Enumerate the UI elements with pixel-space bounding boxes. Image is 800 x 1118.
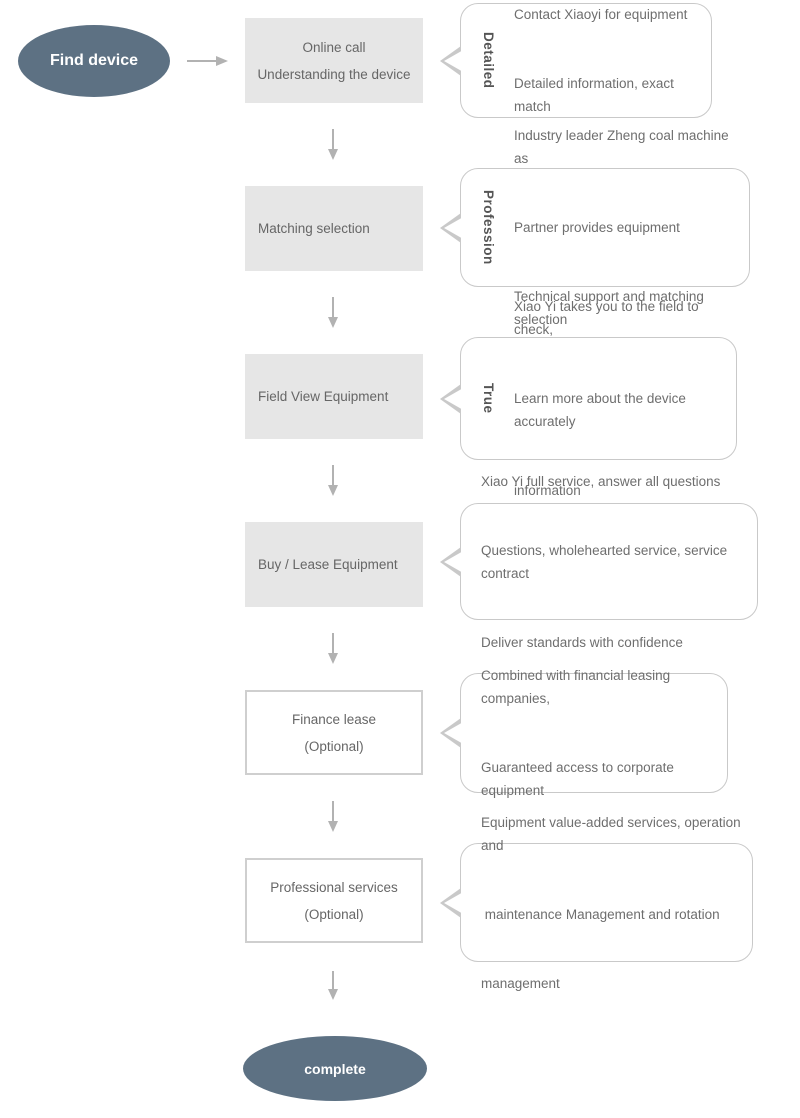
- bubble-line: Learn more about the device accurately: [514, 391, 690, 429]
- bubble-line: Industry leader Zheng coal machine as: [514, 128, 733, 166]
- bubble-line: Contact Xiaoyi for equipment: [514, 7, 688, 22]
- step-box-online-call: Online call Understanding the device: [245, 18, 423, 103]
- step-bubble: Profession Industry leader Zheng coal ma…: [460, 128, 750, 327]
- box-line: (Optional): [304, 906, 364, 922]
- box-line: Understanding the device: [257, 66, 411, 82]
- bubble-line: Xiao Yi full service, answer all questio…: [481, 473, 721, 489]
- step-box-field-view: Field View Equipment: [245, 354, 423, 439]
- step-box-matching-selection: Matching selection: [245, 186, 423, 271]
- bubble-tag: True: [481, 383, 496, 414]
- bubble-line: Partner provides equipment: [514, 220, 680, 235]
- bubble-text: Industry leader Zheng coal machine as Pa…: [514, 78, 739, 377]
- box-line: Finance lease: [291, 711, 377, 727]
- bubble-text: Xiao Yi takes you to the field to check,…: [514, 249, 726, 548]
- start-node: Find device: [18, 25, 170, 97]
- down-arrow-icon: [327, 129, 339, 166]
- bubble-text: Equipment value-added services, operatio…: [481, 765, 742, 1041]
- step-bubble: Equipment value-added services, operatio…: [460, 815, 753, 991]
- step-box-buy-lease: Buy / Lease Equipment: [245, 522, 423, 607]
- bubble-line: Detailed information, exact match: [514, 76, 678, 114]
- end-node-label: complete: [304, 1060, 366, 1077]
- bubble-line: Guaranteed access to corporate equipment: [481, 760, 678, 798]
- down-arrow-icon: [327, 297, 339, 334]
- box-line: Field View Equipment: [258, 389, 389, 404]
- step-box-professional-services: Professional services (Optional): [245, 858, 423, 943]
- bubble-line: Deliver standards with confidence: [481, 634, 683, 650]
- bubble-line: Questions, wholehearted service, service…: [481, 542, 731, 581]
- down-arrow-icon: [327, 971, 339, 1006]
- end-node: complete: [243, 1036, 427, 1101]
- step-bubble: True Xiao Yi takes you to the field to c…: [460, 299, 737, 498]
- box-line: Matching selection: [258, 221, 370, 236]
- bubble-line: Combined with financial leasing companie…: [481, 668, 674, 706]
- start-node-label: Find device: [49, 52, 139, 69]
- bubble-line: information: [514, 483, 581, 498]
- bubble-tag: Detailed: [481, 32, 496, 89]
- bubble-line: management: [481, 975, 560, 991]
- step-box-finance-lease: Finance lease (Optional): [245, 690, 423, 775]
- step-bubble: Combined with financial leasing companie…: [460, 668, 728, 798]
- box-line: Online call: [302, 39, 366, 55]
- step-bubble: Detailed Contact Xiaoyi for equipment De…: [460, 3, 712, 118]
- bubble-line: Xiao Yi takes you to the field to check,: [514, 299, 703, 337]
- box-line: Buy / Lease Equipment: [258, 557, 398, 572]
- bubble-text: Combined with financial leasing companie…: [481, 618, 717, 848]
- box-line: (Optional): [304, 738, 364, 754]
- box-line: Professional services: [270, 879, 398, 895]
- bubble-line: Technical support and matching selection: [514, 289, 708, 327]
- bubble-text: Contact Xiaoyi for equipment Detailed in…: [514, 0, 701, 164]
- bubble-line: maintenance Management and rotation: [481, 906, 720, 922]
- step-bubble: Xiao Yi full service, answer all questio…: [460, 474, 758, 650]
- down-arrow-icon: [327, 465, 339, 502]
- bubble-tag: Profession: [481, 190, 496, 265]
- bubble-text: Xiao Yi full service, answer all questio…: [481, 424, 747, 700]
- down-arrow-icon: [327, 801, 339, 838]
- down-arrow-icon: [327, 633, 339, 670]
- bubble-line: Equipment value-added services, operatio…: [481, 814, 745, 853]
- right-arrow-icon: [187, 54, 229, 72]
